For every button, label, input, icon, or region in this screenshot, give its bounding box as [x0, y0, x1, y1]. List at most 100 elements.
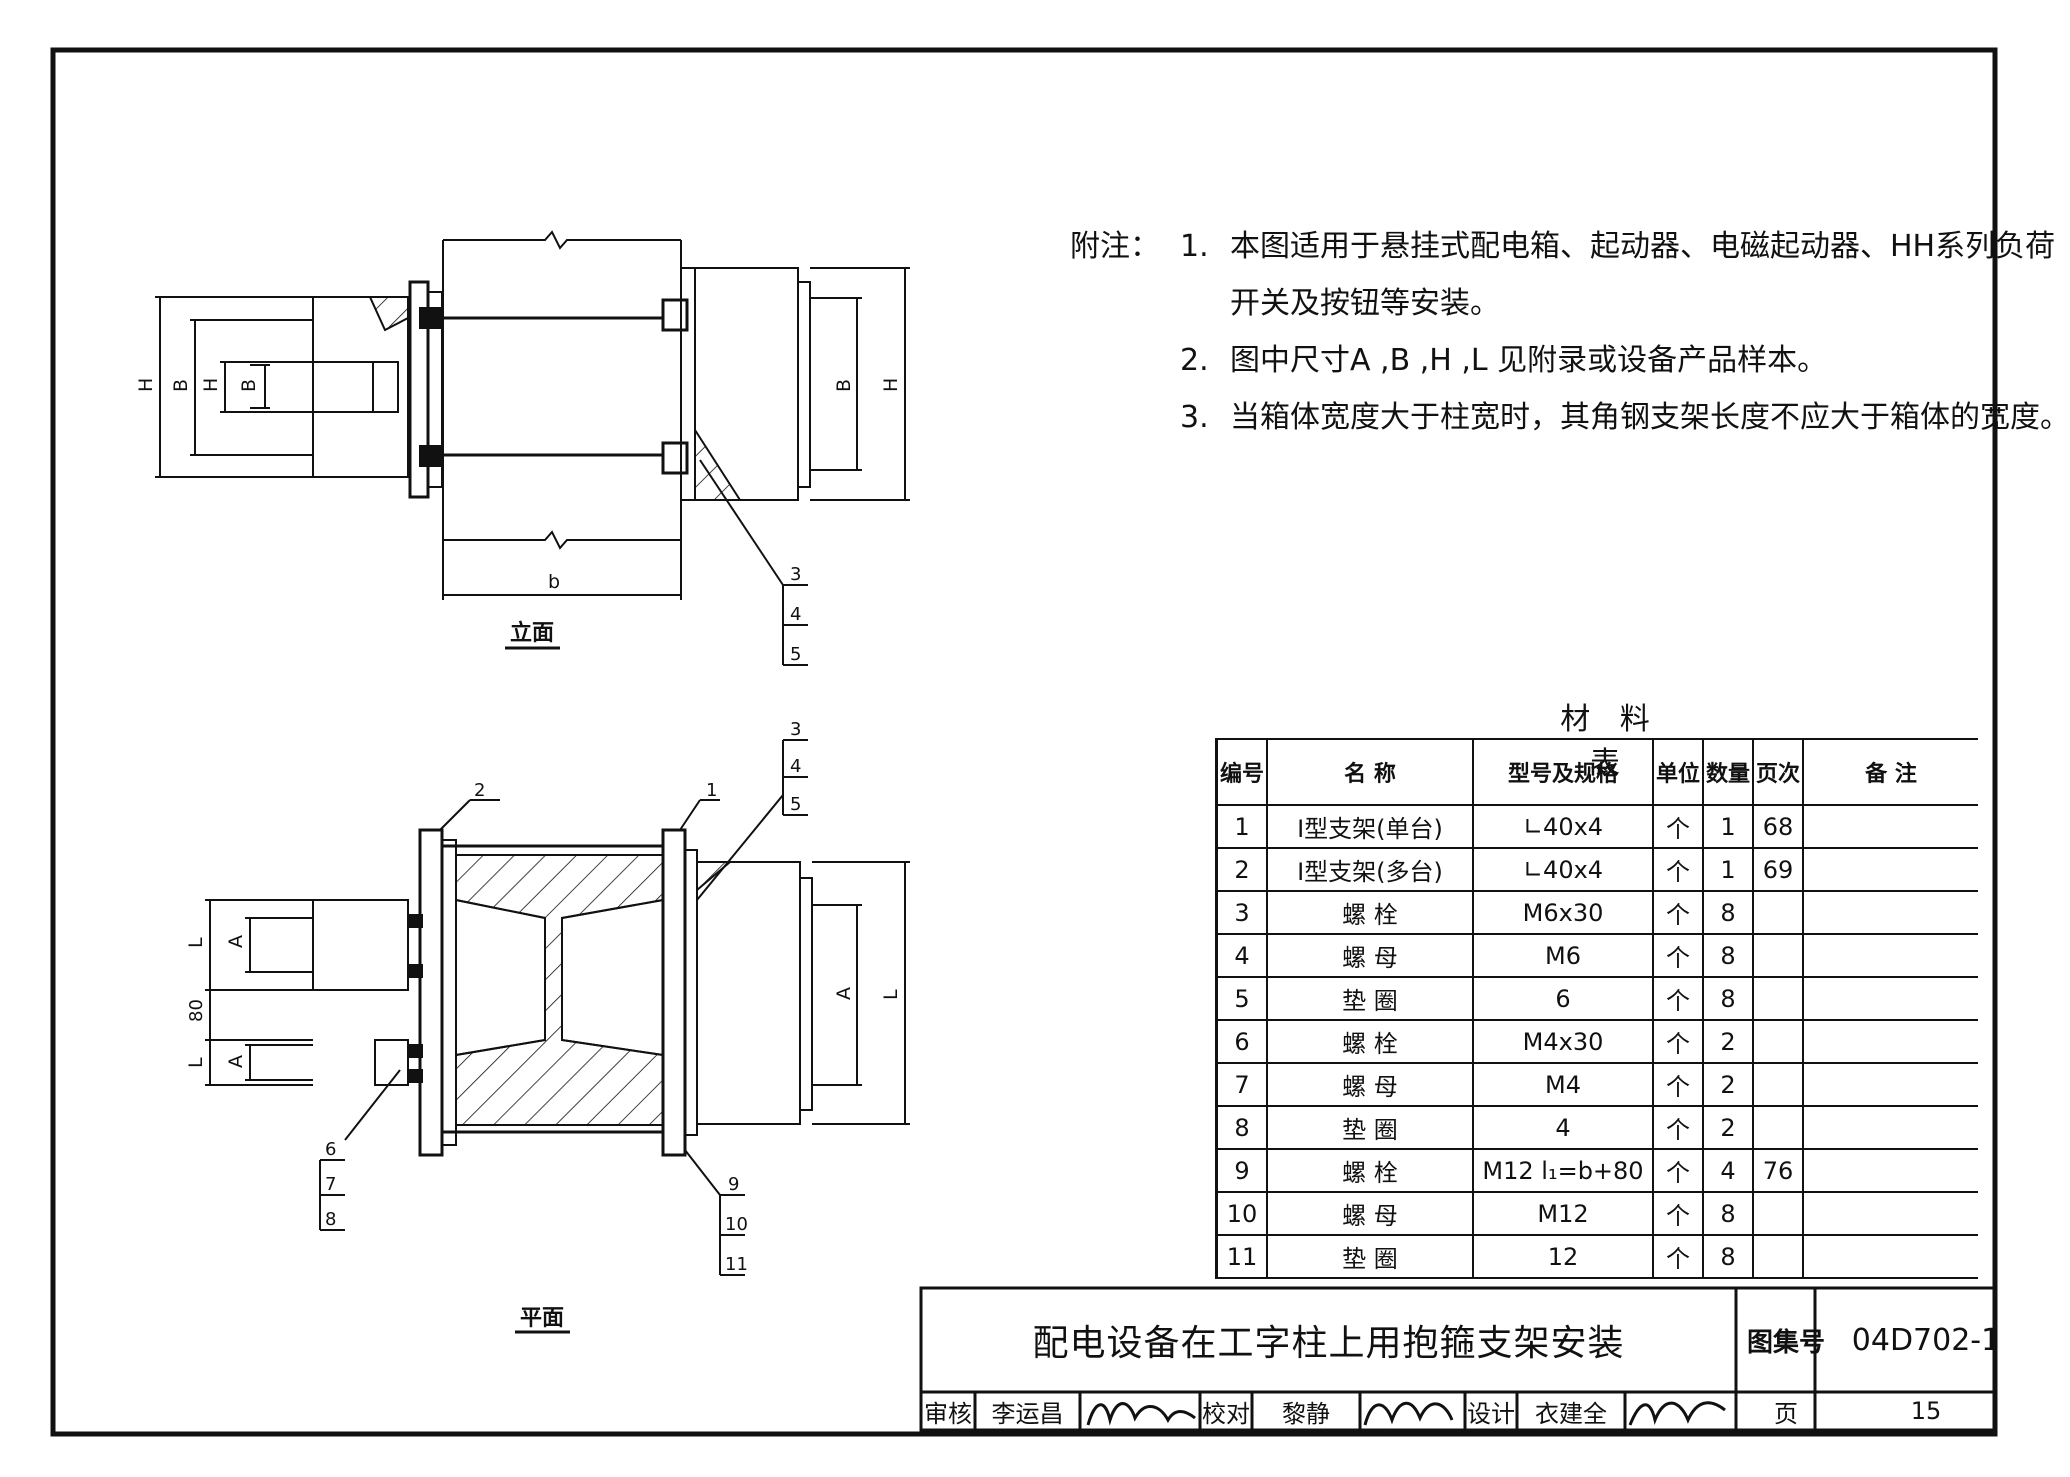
page-label: 页 — [1774, 1399, 1798, 1428]
atlas-label: 图集号 — [1746, 1327, 1825, 1358]
cell-unit: 个 — [1652, 1019, 1704, 1064]
header-page: 页次 — [1752, 738, 1804, 806]
drawing-title: 配电设备在工字柱上用抱箍支架安装 — [1032, 1323, 1625, 1364]
header-spec: 型号及规格 — [1472, 738, 1654, 806]
cell-name: 垫 圈 — [1266, 976, 1474, 1021]
checker-name: 黎静 — [1282, 1399, 1330, 1428]
cell-no: 9 — [1215, 1148, 1268, 1193]
note-1-text-1: 本图适用于悬挂式配电箱、起动器、电磁起动器、HH系列负荷 — [1230, 229, 2056, 264]
cell-qty: 8 — [1702, 1191, 1754, 1236]
notes-heading: 附注： — [1070, 229, 1160, 264]
header-unit: 单位 — [1652, 738, 1704, 806]
cell-no: 6 — [1215, 1019, 1268, 1064]
cell-qty: 2 — [1702, 1019, 1754, 1064]
dim-B-right: B — [833, 379, 855, 392]
cell-page — [1752, 1062, 1804, 1107]
cell-qty: 8 — [1702, 1234, 1754, 1279]
dim-A-right: A — [833, 987, 855, 1000]
review-label: 审核 — [924, 1399, 972, 1428]
cell-name: Ⅰ型支架(单台) — [1266, 804, 1474, 849]
cell-remark — [1802, 847, 1978, 892]
cell-spec: M6x30 — [1472, 890, 1654, 935]
materials-header-row: 编号 名 称 型号及规格 单位 数量 页次 备 注 — [1215, 738, 1978, 806]
note-2-text: 图中尺寸A ,B ,H ,L 见附录或设备产品样本。 — [1230, 343, 1828, 378]
reviewer-name: 李运昌 — [991, 1399, 1064, 1428]
cell-page — [1752, 890, 1804, 935]
dim-B-left: B — [170, 379, 192, 392]
cell-qty: 8 — [1702, 976, 1754, 1021]
cell-qty: 2 — [1702, 1062, 1754, 1107]
designer-name: 衣建全 — [1535, 1399, 1607, 1428]
cell-qty: 8 — [1702, 933, 1754, 978]
dim-H-left: H — [135, 378, 157, 392]
cell-no: 7 — [1215, 1062, 1268, 1107]
cell-qty: 2 — [1702, 1105, 1754, 1150]
cell-page — [1752, 1234, 1804, 1279]
cell-remark — [1802, 1105, 1978, 1150]
plan-title: 平面 — [520, 1306, 564, 1331]
cell-remark — [1802, 1062, 1978, 1107]
cell-spec: 4 — [1472, 1105, 1654, 1150]
cell-unit: 个 — [1652, 890, 1704, 935]
notes-block: 附注：1.本图适用于悬挂式配电箱、起动器、电磁起动器、HH系列负荷 开关及按钮等… — [1070, 218, 2070, 446]
cell-page — [1752, 933, 1804, 978]
dim-B-inner: B — [238, 379, 260, 392]
cell-name: 垫 圈 — [1266, 1105, 1474, 1150]
cell-page — [1752, 976, 1804, 1021]
header-remark: 备 注 — [1802, 738, 1978, 806]
note-3-num: 3. — [1180, 400, 1209, 435]
callout-4-elev: 4 — [790, 604, 801, 625]
cell-no: 10 — [1215, 1191, 1268, 1236]
cell-unit: 个 — [1652, 1105, 1704, 1150]
cell-name: 螺 栓 — [1266, 890, 1474, 935]
dim-A-left-top: A — [225, 935, 247, 948]
dim-L-right: L — [880, 989, 902, 1000]
cell-qty: 8 — [1702, 890, 1754, 935]
elevation-title: 立面 — [510, 620, 554, 646]
cell-unit: 个 — [1652, 1148, 1704, 1193]
note-1-text-2: 开关及按钮等安装。 — [1230, 286, 1500, 321]
cell-qty: 1 — [1702, 804, 1754, 849]
cell-spec: ∟40x4 — [1472, 804, 1654, 849]
callout-5-elev: 5 — [790, 644, 801, 665]
outer-border — [50, 47, 1998, 1437]
cell-no: 4 — [1215, 933, 1268, 978]
title-block-frame — [919, 1286, 1997, 1432]
cell-spec: M12 — [1472, 1191, 1654, 1236]
callout-11: 11 — [725, 1254, 748, 1275]
cell-unit: 个 — [1652, 1234, 1704, 1279]
callout-3-elev: 3 — [790, 564, 801, 585]
cell-spec: 6 — [1472, 976, 1654, 1021]
cell-name: 螺 栓 — [1266, 1019, 1474, 1064]
elevation-view — [155, 230, 910, 666]
cell-remark — [1802, 890, 1978, 935]
callout-5-plan: 5 — [790, 794, 801, 815]
cell-qty: 1 — [1702, 847, 1754, 892]
note-1-line-2: 开关及按钮等安装。 — [1070, 275, 1950, 332]
atlas-number: 04D702-1 — [1851, 1322, 2001, 1358]
callout-6: 6 — [325, 1139, 336, 1160]
cell-unit: 个 — [1652, 933, 1704, 978]
cell-qty: 4 — [1702, 1148, 1754, 1193]
cell-no: 1 — [1215, 804, 1268, 849]
cell-page: 76 — [1752, 1148, 1804, 1193]
cell-name: 螺 栓 — [1266, 1148, 1474, 1193]
cell-remark — [1802, 976, 1978, 1021]
cell-name: 螺 母 — [1266, 1062, 1474, 1107]
header-qty: 数量 — [1702, 738, 1754, 806]
cell-remark — [1802, 933, 1978, 978]
checker-signature — [1363, 1401, 1454, 1426]
cell-unit: 个 — [1652, 1191, 1704, 1236]
cell-page — [1752, 1105, 1804, 1150]
note-3-text: 当箱体宽度大于柱宽时，其角钢支架长度不应大于箱体的宽度。 — [1230, 400, 2070, 435]
